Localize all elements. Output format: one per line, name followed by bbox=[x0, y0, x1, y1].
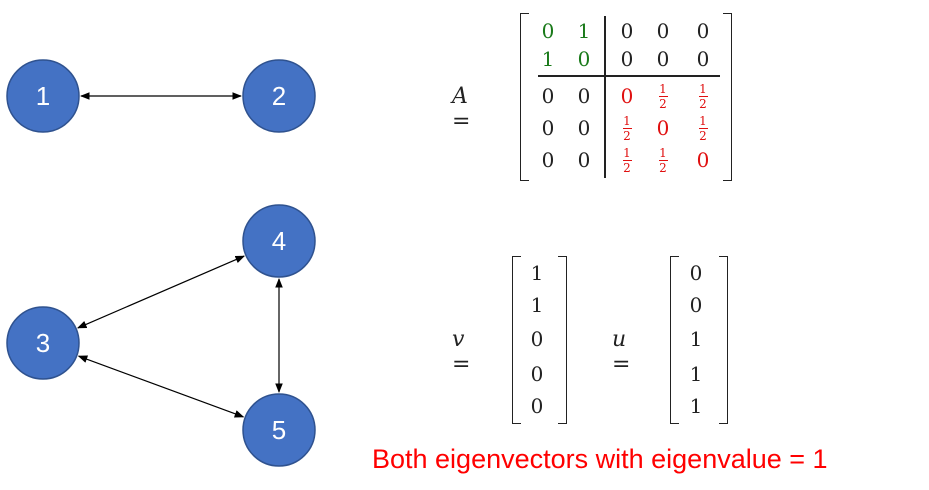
vector-v-left-bracket bbox=[512, 256, 521, 424]
matrix-cell-0-0: 0 bbox=[541, 19, 555, 43]
matrix-cell-0-2: 0 bbox=[620, 19, 634, 43]
matrix-left-bracket bbox=[520, 13, 529, 181]
vector-v-name: v bbox=[452, 327, 465, 352]
matrix-cell-2-0: 0 bbox=[541, 84, 555, 108]
matrix-cell-1-3: 0 bbox=[656, 47, 670, 71]
node-2 bbox=[242, 59, 316, 133]
node-label-5: 5 bbox=[272, 415, 286, 445]
vector-v-equals: = bbox=[452, 352, 471, 377]
vector-u-right-bracket bbox=[719, 256, 728, 424]
node-5 bbox=[242, 393, 316, 467]
node-4 bbox=[242, 204, 316, 278]
node-label-2: 2 bbox=[272, 81, 286, 111]
node-1 bbox=[6, 59, 80, 133]
matrix-right-bracket bbox=[723, 13, 732, 181]
matrix-cell-0-3: 0 bbox=[656, 19, 670, 43]
matrix-cell-2-2: 0 bbox=[620, 84, 634, 108]
vector-u-left-bracket bbox=[670, 256, 679, 424]
node-3 bbox=[6, 306, 80, 380]
vector-u-equals: = bbox=[612, 352, 631, 377]
matrix-cell-0-4: 0 bbox=[696, 19, 710, 43]
matrix-cell-1-1: 0 bbox=[577, 47, 591, 71]
vector-u-entry-0: 0 bbox=[689, 261, 703, 285]
vector-v-entry-0: 1 bbox=[530, 261, 544, 285]
vector-u-entry-4: 1 bbox=[689, 394, 703, 418]
matrix-cell-3-1: 0 bbox=[577, 116, 591, 140]
matrix-block-divider-vertical bbox=[604, 16, 606, 178]
eigenvector-caption: Both eigenvectors with eigenvalue = 1 bbox=[372, 444, 828, 474]
matrix-cell-1-2: 0 bbox=[620, 47, 634, 71]
node-label-1: 1 bbox=[36, 81, 50, 111]
matrix-block-divider-horizontal bbox=[538, 75, 720, 77]
matrix-equals: = bbox=[452, 109, 471, 134]
vector-u-entry-3: 1 bbox=[689, 362, 703, 386]
node-label-3: 3 bbox=[36, 328, 50, 358]
vector-u-entry-1: 0 bbox=[689, 293, 703, 317]
matrix-cell-2-1: 0 bbox=[577, 84, 591, 108]
matrix-cell-4-0: 0 bbox=[541, 148, 555, 172]
vector-v-entry-2: 0 bbox=[530, 327, 544, 351]
matrix-cell-4-4: 0 bbox=[696, 148, 710, 172]
vector-u-entry-2: 1 bbox=[689, 327, 703, 351]
vector-v-entry-3: 0 bbox=[530, 362, 544, 386]
edge-3-5 bbox=[77, 355, 245, 418]
matrix-name: A bbox=[452, 84, 468, 109]
matrix-cell-3-3: 0 bbox=[656, 116, 670, 140]
matrix-cell-1-4: 0 bbox=[696, 47, 710, 71]
matrix-cell-4-1: 0 bbox=[577, 148, 591, 172]
matrix-cell-0-1: 1 bbox=[577, 19, 591, 43]
vector-v-entry-4: 0 bbox=[530, 394, 544, 418]
node-label-4: 4 bbox=[272, 226, 286, 256]
vector-v-right-bracket bbox=[558, 256, 567, 424]
matrix-cell-1-0: 1 bbox=[541, 47, 555, 71]
vector-v-entry-1: 1 bbox=[530, 293, 544, 317]
vector-u-name: u bbox=[612, 327, 627, 352]
matrix-cell-3-0: 0 bbox=[541, 116, 555, 140]
edge-3-4 bbox=[77, 255, 245, 329]
